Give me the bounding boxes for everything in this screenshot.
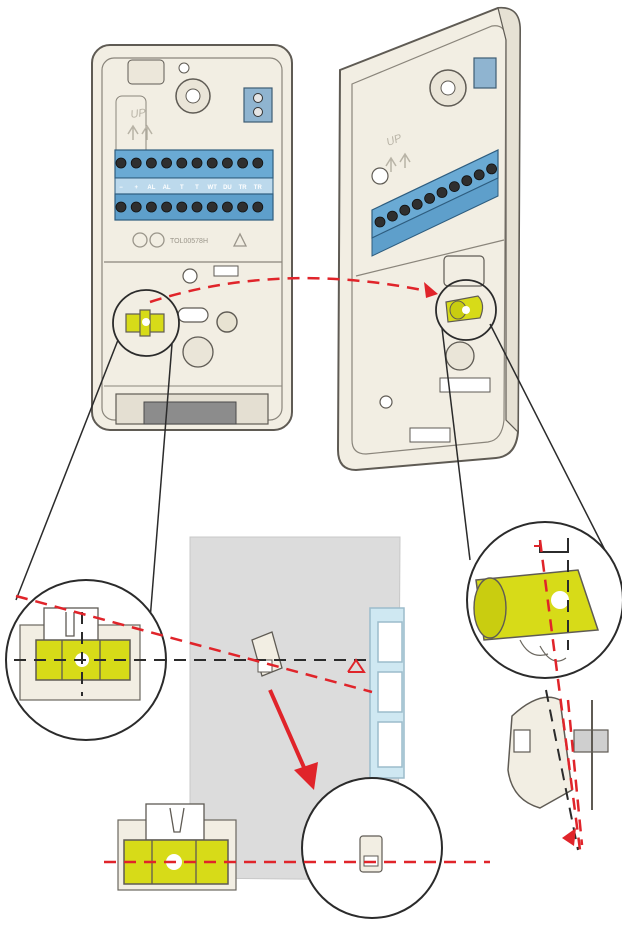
terminal-label: T (180, 185, 184, 191)
up-label: UP (130, 107, 147, 121)
side-lens-zoom-source-circle (435, 279, 497, 341)
terminal-screw (115, 157, 127, 169)
detector-side-view (507, 696, 609, 810)
terminal-screw (161, 201, 173, 213)
reference-lines (14, 612, 579, 851)
terminal-screw (206, 157, 218, 169)
terminal-label: TR (239, 185, 248, 191)
terminal-screw (130, 157, 142, 169)
terminal-screw (252, 201, 264, 213)
laser-arrowheads (424, 282, 576, 846)
terminal-screws (115, 157, 264, 213)
terminal-labels: − + AL AL T T WT DU TR TR (119, 185, 262, 191)
terminal-label: T (195, 185, 199, 191)
zoom-connector-lines (15, 323, 611, 621)
terminal-screw (237, 201, 249, 213)
side-terminal-screw (486, 163, 498, 175)
terminal-label: + (134, 185, 138, 191)
terminal-label: TR (254, 185, 263, 191)
terminal-label: AL (163, 185, 171, 191)
recycle-icon (132, 232, 248, 248)
side-terminal-screw (399, 204, 411, 216)
laser-marker-ticks (347, 545, 540, 673)
front-panel: UP − + AL AL T T WT DU TR TR TOL00578H (91, 44, 293, 431)
side-terminal-screw (411, 198, 423, 210)
side-terminal-screw (374, 216, 386, 228)
lens-zoom-source-circle (112, 289, 180, 357)
terminal-label: WT (208, 185, 218, 191)
double-up-arrow-icon (127, 124, 153, 140)
terminal-screw (252, 157, 264, 169)
terminal-screw (206, 201, 218, 213)
side-terminal-screw (424, 192, 436, 204)
side-terminal-screw (386, 210, 398, 222)
lens-module-small (125, 309, 165, 337)
side-terminal-screw (473, 169, 485, 181)
direction-arrow (268, 689, 318, 790)
terminal-screw (115, 201, 127, 213)
side-double-up-arrow-icon (385, 152, 411, 172)
side-terminal-block (371, 149, 499, 257)
terminal-label: DU (223, 185, 232, 191)
terminal-screw (145, 201, 157, 213)
terminal-screw (221, 201, 233, 213)
side-terminal-screw (461, 175, 473, 187)
lens-cylinder-small (445, 295, 484, 323)
terminal-screw (161, 157, 173, 169)
side-terminal-screws (374, 163, 498, 228)
terminal-screw (237, 157, 249, 169)
window-frame (369, 607, 405, 779)
side-up-label: UP (385, 132, 404, 149)
right-zoom-circle (466, 521, 622, 679)
side-panel: UP (336, 6, 522, 472)
bottom-zoom-circle (301, 777, 443, 919)
laser-beam-lines (15, 276, 584, 864)
lens-module-large (117, 803, 237, 891)
terminal-screw (191, 157, 203, 169)
side-terminal-screw (448, 181, 460, 193)
terminal-screw (176, 201, 188, 213)
terminal-screw (221, 157, 233, 169)
terminal-screw (145, 157, 157, 169)
terminal-screw (191, 201, 203, 213)
side-terminal-screw (436, 187, 448, 198)
terminal-screw (130, 201, 142, 213)
terminal-screw (176, 157, 188, 169)
model-code: TOL00578H (170, 238, 208, 245)
terminal-block: − + AL AL T T WT DU TR TR (114, 149, 274, 221)
terminal-label: − (119, 185, 123, 191)
terminal-label: AL (147, 185, 155, 191)
